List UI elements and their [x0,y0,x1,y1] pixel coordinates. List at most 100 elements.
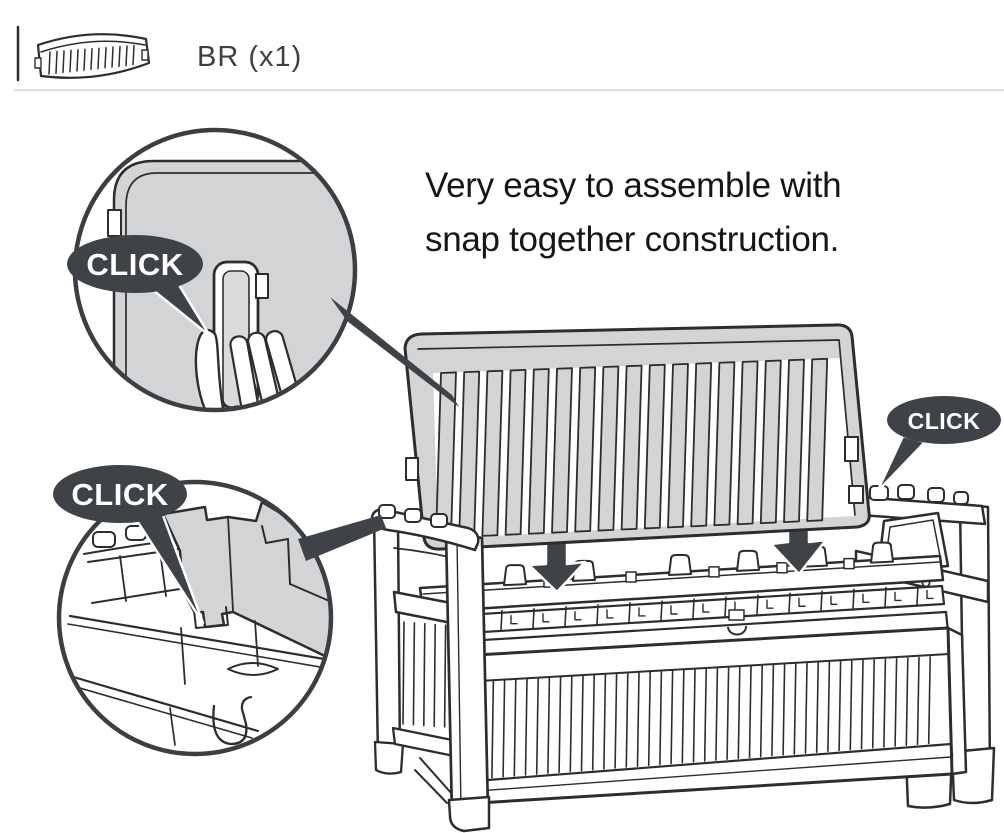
callout-bubble [887,396,1001,444]
slot-mark [702,603,710,613]
backrest-rib [527,368,550,535]
frame-rail [68,674,260,733]
box-slat [681,669,685,764]
box-slat [569,675,573,773]
part-thumb-rib [90,48,93,71]
box-slat [614,672,618,769]
box-slat [927,656,931,745]
side-rail-line [414,769,448,804]
detail-pointer-wedge [330,297,459,407]
box-slat [838,660,842,752]
backrest-rib [620,364,643,531]
frame-rail [65,683,253,739]
backrest-left-tab [405,457,419,481]
callout-label: CLICK [86,247,183,282]
snap-peg [503,564,527,587]
slot-tick [564,606,567,627]
headline: Very easy to assemble with snap together… [425,166,842,259]
box-slat [860,659,864,750]
backrest-rib [736,360,759,526]
slot-mark [894,591,902,602]
box-bottom-rail [460,742,953,784]
bench-illustration [370,323,996,833]
hand-snap-detail-view [107,159,355,410]
headline-line-1: Very easy to assemble with [425,166,841,205]
detail-circle-ring [56,479,334,757]
box-rim-line [461,653,950,683]
callout-label: CLICK [908,408,981,434]
box-slat [625,672,629,768]
left-front-post [444,530,490,818]
box-slat [759,665,763,758]
callout-tail [875,434,927,494]
detail-line [119,555,127,602]
box-slat [782,663,786,756]
box-bottom-rail-inner [462,756,952,793]
slot-mark [510,615,518,625]
lid-latch-notch [727,625,747,636]
box-slat [715,667,719,761]
snap-peg [668,554,692,577]
snap-bar-clip [255,273,269,299]
slot-tick [692,598,695,619]
part-thumb-rib [76,49,79,72]
slot-mark [670,605,678,615]
box-slat [580,674,584,772]
detail-line [180,627,186,685]
backrest-right-tab [844,436,859,462]
box-slat [748,665,752,759]
slot-tick [660,600,663,621]
part-thumb-rib [62,50,65,74]
slot-mark [830,595,838,605]
thumb [194,328,225,410]
part-thumb-rib [125,45,128,67]
box-slat [871,659,875,749]
slot-mark [766,599,774,609]
box-slat [883,658,887,748]
click-callout-bottom-left: CLICK [53,465,205,625]
box-slat [647,671,651,767]
backrest-rib [481,369,504,537]
click-callout-right: CLICK [875,396,1001,494]
backrest-rib [504,368,527,536]
rail-notch [708,566,720,578]
part-code-label: BR (x1) [197,41,302,73]
box-slat [916,656,920,746]
slot-tick [596,604,599,625]
armrest-peg [378,504,396,519]
slot-tick [884,586,887,608]
part-thumb-rib [55,50,58,74]
left-front-foot [447,795,491,833]
left-rear-post [372,515,402,762]
detail-circle-bottom-left [56,479,386,757]
part-thumb-clip-right [141,49,149,61]
headline-line-2: snap together construction. [425,220,839,259]
left-front-post-inner [456,536,462,813]
box-slat [827,661,831,753]
clip-hook [212,695,253,746]
left-rear-foot [373,740,405,775]
finger [229,335,260,410]
slot-mark [926,589,934,600]
part-thumb-outline [36,33,151,79]
box-slat [535,677,539,775]
panel-notch [107,209,122,237]
slot-tick [788,592,791,614]
part-thumb-clip-left [34,57,42,69]
detail-line [254,620,259,667]
slot-mark [638,607,646,617]
part-thumb-rib [104,46,107,69]
box-slat [558,675,562,774]
box-slat [692,668,696,763]
box-slat [894,657,898,747]
box-slat [524,677,528,776]
lid-latch-tab [728,609,745,621]
box-slat [737,666,741,760]
detail-line [91,587,187,604]
slot-rail-detail [468,584,934,633]
box-slat [491,679,495,779]
armrest-peg [927,487,945,503]
backrest-rib [551,367,573,534]
slot-tick [916,584,919,606]
palm [224,405,312,410]
